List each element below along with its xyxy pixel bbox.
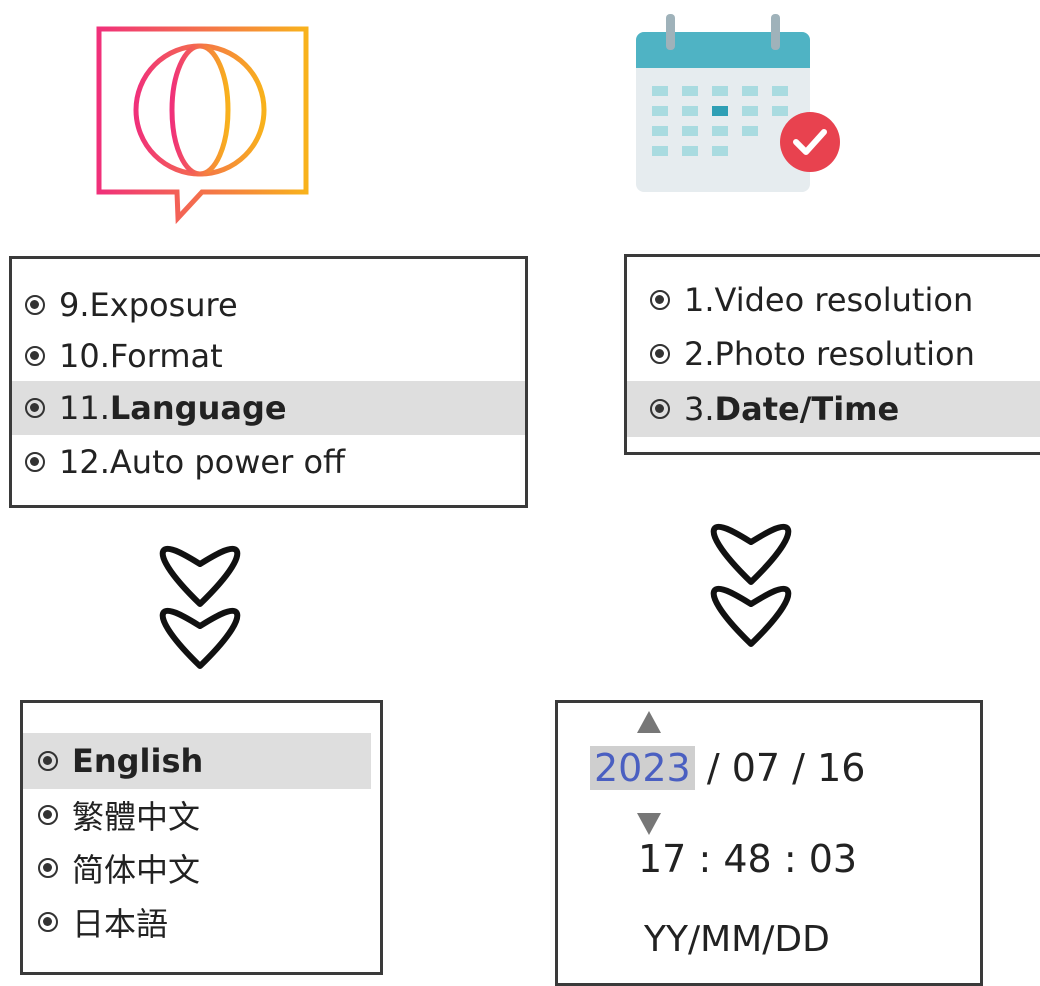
radio-bullet-icon [25,295,45,315]
language-option-label: 日本語 [72,905,169,943]
date-separator: / [706,746,720,790]
radio-bullet-icon [650,399,670,419]
radio-bullet-icon [38,858,58,878]
settings-menu-left: 9.Exposure 10.Format 11.Language 12.Auto… [9,256,528,508]
menu-item-label: Format [109,337,223,375]
radio-bullet-icon [38,805,58,825]
date-row: 2023 / 07 / 16 [558,746,980,790]
date-time-panel: 2023 / 07 / 16 17 : 48 : 03 YY/MM/DD [555,700,983,986]
menu-item-number: 2. [684,335,715,373]
radio-bullet-icon [25,346,45,366]
menu-item-label: Photo resolution [714,335,975,373]
second-field[interactable]: 03 [808,837,858,881]
menu-item-number: 11. [59,389,110,427]
year-field[interactable]: 2023 [590,746,695,790]
date-separator: / [792,746,805,790]
globe-speech-bubble-icon [96,26,309,225]
menu-item-exposure[interactable]: 9.Exposure [12,279,525,331]
time-row: 17 : 48 : 03 [558,837,980,881]
menu-item-language-selected[interactable]: 11.Language [12,381,525,435]
calendar-check-icon [636,14,840,192]
hour-field[interactable]: 17 [638,837,687,881]
date-format-label: YY/MM/DD [644,919,830,960]
menu-item-video-resolution[interactable]: 1.Video resolution [627,273,1040,327]
menu-item-date-time-selected[interactable]: 3.Date/Time [627,381,1040,437]
language-option-traditional-chinese[interactable]: 繁體中文 [23,789,380,841]
menu-item-number: 10. [59,337,110,375]
language-option-english-selected[interactable]: English [23,733,371,789]
language-option-label: 繁體中文 [72,798,201,836]
radio-bullet-icon [650,290,670,310]
language-option-simplified-chinese[interactable]: 简体中文 [23,841,380,895]
menu-item-number: 12. [59,443,110,481]
time-separator: : [783,837,797,881]
double-chevron-down-icon [159,545,241,669]
radio-bullet-icon [25,452,45,472]
time-separator: : [698,837,712,881]
menu-item-format[interactable]: 10.Format [12,331,525,381]
language-option-japanese[interactable]: 日本語 [23,895,380,949]
triangle-down-icon[interactable] [637,813,661,835]
radio-bullet-icon [38,912,58,932]
triangle-up-icon[interactable] [637,711,661,733]
double-chevron-down-icon [710,523,792,647]
menu-item-label: Language [109,389,287,427]
menu-item-number: 3. [684,390,715,428]
radio-bullet-icon [38,751,58,771]
menu-item-auto-power-off[interactable]: 12.Auto power off [12,435,525,489]
radio-bullet-icon [25,398,45,418]
settings-menu-right: 1.Video resolution 2.Photo resolution 3.… [624,254,1040,455]
menu-item-label: Date/Time [714,390,900,428]
language-option-label: 简体中文 [72,851,201,889]
month-field[interactable]: 07 [731,746,781,790]
menu-item-number: 1. [684,281,715,319]
radio-bullet-icon [650,344,670,364]
menu-item-photo-resolution[interactable]: 2.Photo resolution [627,327,1040,381]
menu-item-label: Video resolution [714,281,974,319]
language-option-label: English [72,742,204,780]
menu-item-number: 9. [59,286,90,324]
day-field[interactable]: 16 [817,746,866,790]
menu-item-label: Auto power off [109,443,346,481]
menu-item-label: Exposure [89,286,238,324]
minute-field[interactable]: 48 [723,837,772,881]
language-menu: English 繁體中文 简体中文 日本語 [20,700,383,975]
